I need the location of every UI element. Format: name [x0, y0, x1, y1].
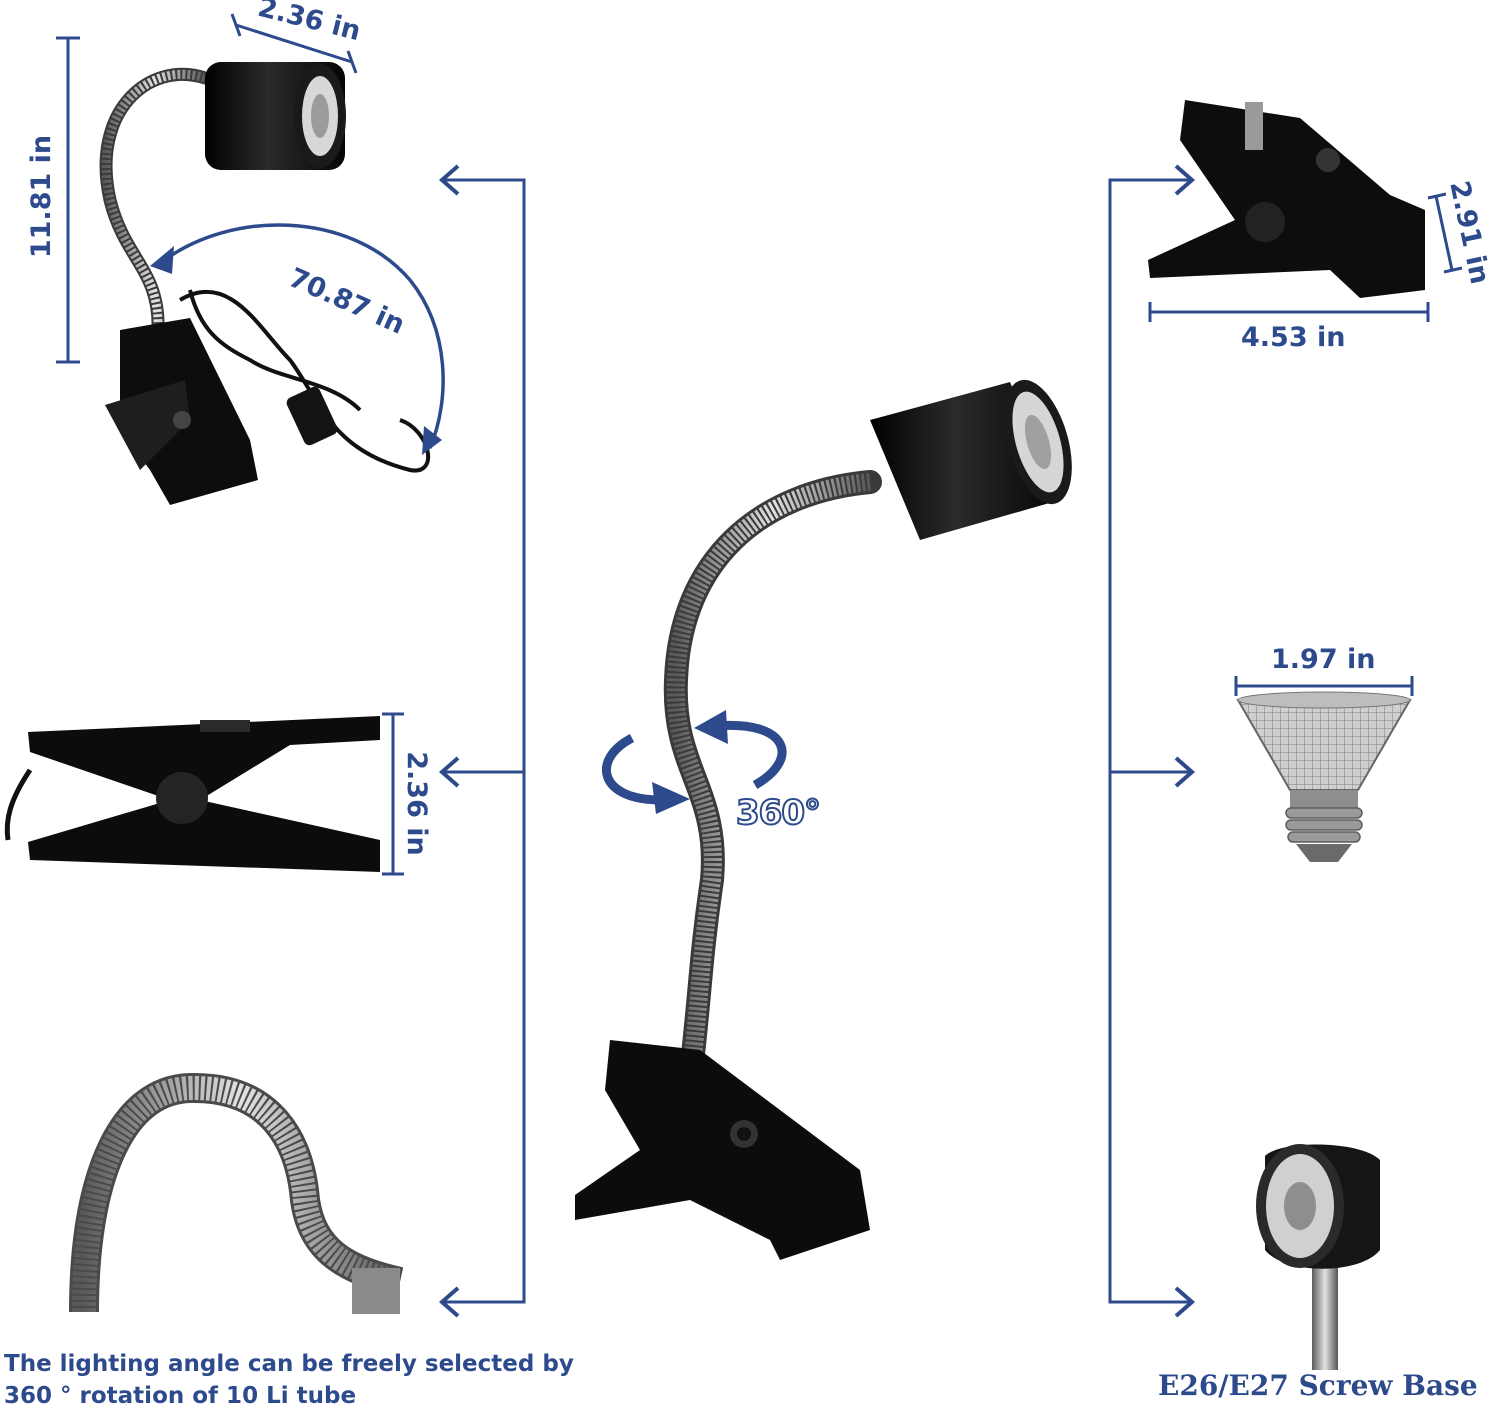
- rotation-caption-line-2: 360 ° rotation of 10 Li tube: [4, 1383, 357, 1409]
- socket-illustration: [1256, 1144, 1380, 1370]
- right-arrow-icon: [1174, 164, 1196, 196]
- rotation-caption: The lighting angle can be freely selecte…: [4, 1348, 604, 1412]
- socket-caption: E26/E27 Screw Base: [1158, 1369, 1478, 1402]
- clip-side-view-illustration: [4, 716, 380, 872]
- main-lamp-illustration: [575, 379, 1072, 1260]
- clip-opening-label: 2.36 in: [400, 751, 432, 856]
- right-arrow-icon: [1174, 1286, 1196, 1318]
- bulb-diameter-dimension: [1234, 676, 1414, 696]
- gooseneck-length-label: 11.81 in: [26, 134, 58, 259]
- right-arrow-icon: [1174, 756, 1196, 788]
- gooseneck-length-dimension: [56, 36, 80, 364]
- cable-length-dimension: [150, 223, 445, 455]
- clip-length-label: 4.53 in: [1241, 322, 1346, 353]
- left-bracket: [445, 178, 526, 1304]
- clip-height-dimension: [1427, 192, 1463, 274]
- left-arrow-icon: [438, 164, 460, 196]
- top-left-lamp-illustration: [99, 62, 430, 505]
- bulb-illustration: [1236, 691, 1412, 862]
- bulb-diameter-label: 1.97 in: [1271, 644, 1376, 675]
- clip-opening-dimension: [382, 712, 404, 876]
- clip-length-dimension: [1148, 302, 1430, 322]
- rotation-arrow-icon: [602, 734, 690, 814]
- clip-top-view-illustration: [1148, 100, 1425, 298]
- lamp-head-width-dimension: [230, 13, 358, 74]
- rotation-caption-line-1: The lighting angle can be freely selecte…: [4, 1351, 574, 1377]
- left-arrow-icon: [438, 756, 460, 788]
- left-arrow-icon: [438, 1286, 460, 1318]
- rotation-degree-label: 360°: [735, 793, 822, 833]
- gooseneck-closeup-illustration: [69, 1072, 404, 1314]
- right-bracket: [1108, 178, 1190, 1304]
- rotation-arrow-icon: [694, 710, 787, 789]
